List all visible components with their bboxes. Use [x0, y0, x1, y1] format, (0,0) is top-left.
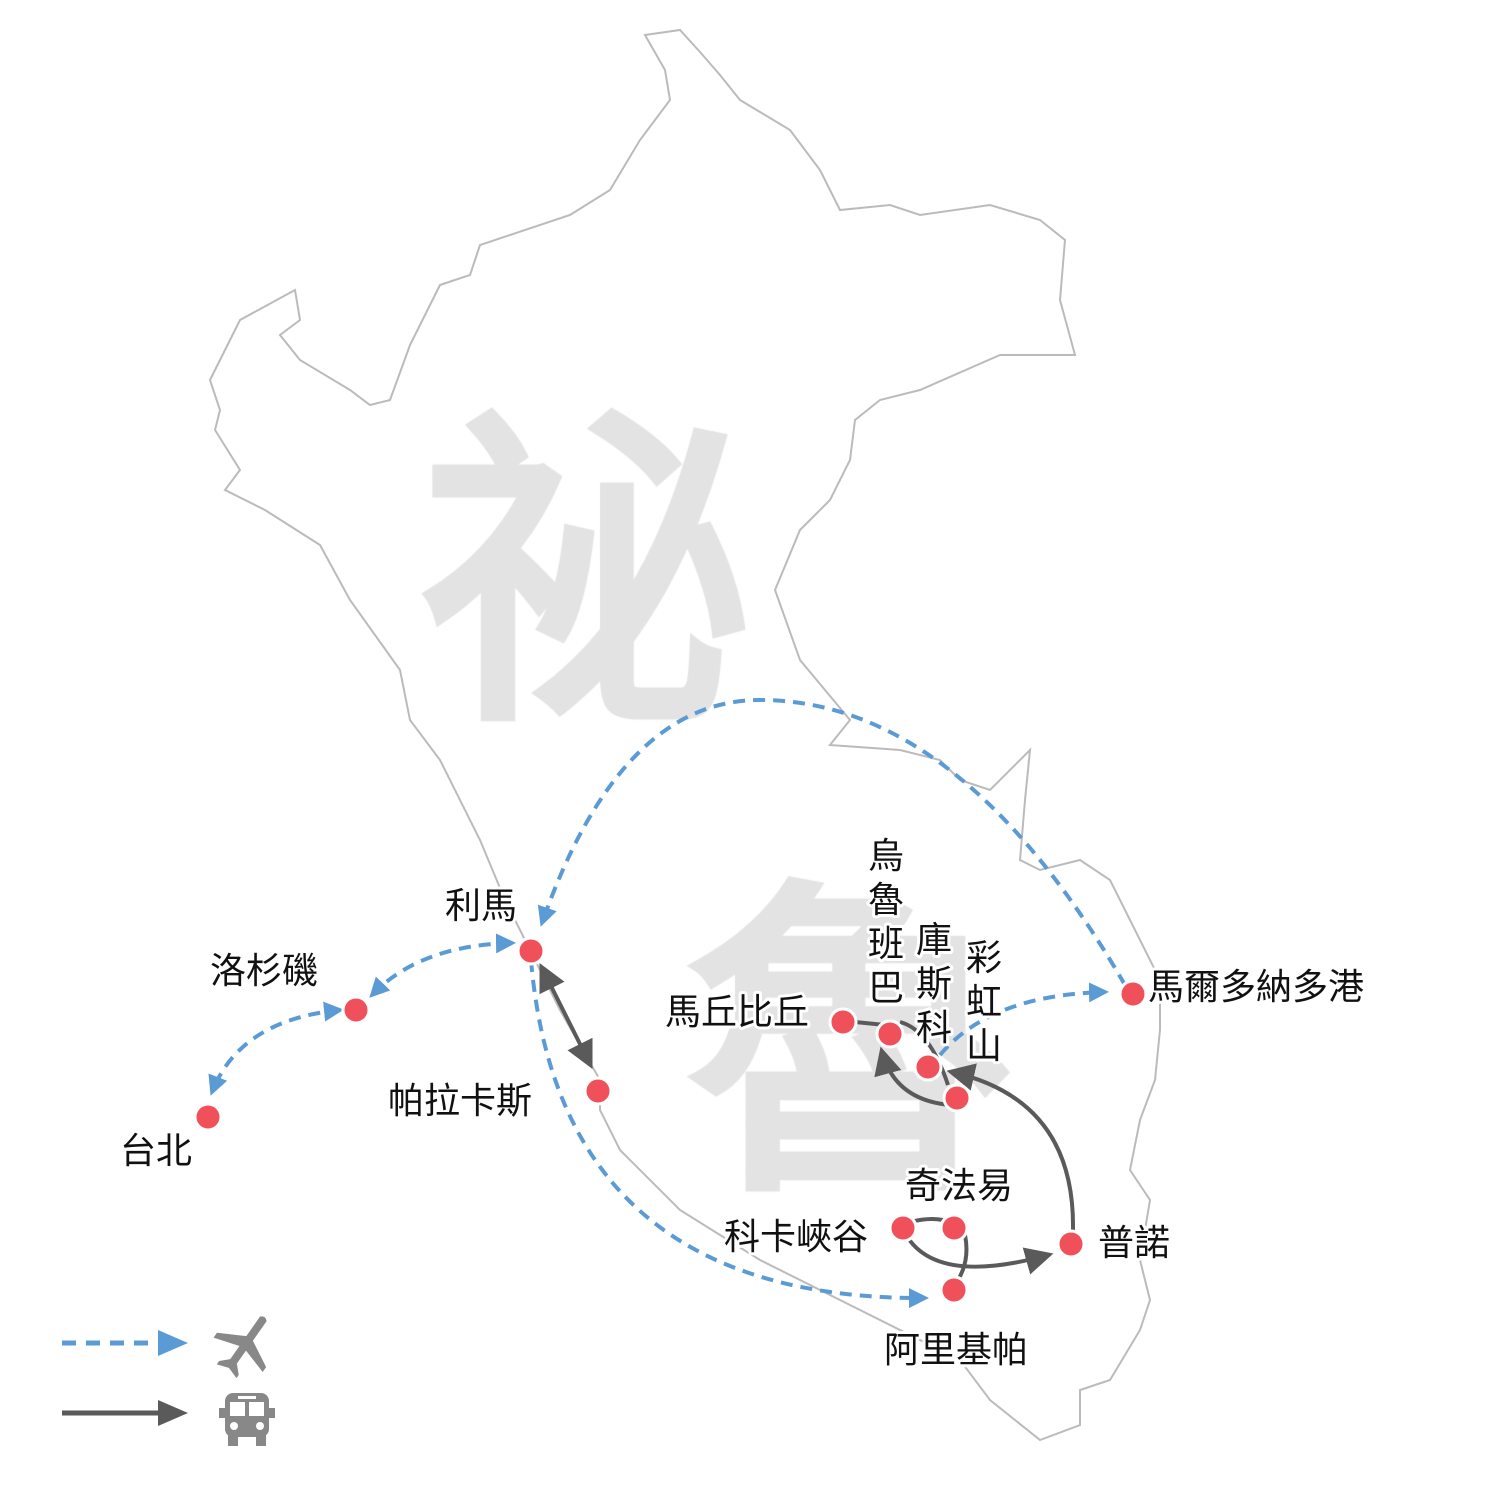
- label-taipei: 台北: [120, 1131, 192, 1172]
- label-puerto-maldonado: 馬爾多納多港: [1148, 967, 1364, 1008]
- marker-los-angeles: [341, 995, 371, 1025]
- route-urubamba-cusco: [899, 1020, 950, 1086]
- route-maldonado-lima: [537, 697, 1127, 987]
- label-puno: 普諾: [1098, 1223, 1170, 1264]
- label-urubamba-3: 班: [868, 924, 904, 965]
- label-rainbow-2: 虹: [966, 982, 1002, 1023]
- label-los-angeles: 洛杉磯: [210, 951, 318, 992]
- label-rainbow-1: 彩: [966, 938, 1002, 979]
- label-chivay: 奇法易: [905, 1166, 1013, 1207]
- label-rainbow-3: 山: [966, 1026, 1002, 1067]
- legend-flight-arrow: [158, 1330, 188, 1356]
- marker-chivay: [939, 1213, 969, 1243]
- label-paracas: 帕拉卡斯: [388, 1081, 532, 1122]
- label-urubamba-4: 巴: [868, 968, 904, 1009]
- label-cusco-1: 庫: [916, 920, 952, 961]
- label-cusco-3: 科: [916, 1008, 952, 1049]
- route-la-lima: [369, 933, 516, 998]
- marker-colca: [888, 1213, 918, 1243]
- marker-machu-picchu: [828, 1007, 858, 1037]
- route-colca-puno: [906, 1236, 1054, 1275]
- label-urubamba-1: 烏: [868, 836, 904, 877]
- marker-puerto-maldonado: [1118, 979, 1148, 1009]
- legend-bus-arrow: [158, 1400, 188, 1426]
- route-rainbow-urubamba: [874, 1046, 951, 1107]
- marker-rainbow-mountain: [942, 1083, 972, 1113]
- route-cusco-maldonado: [938, 982, 1109, 1057]
- label-colca: 科卡峽谷: [724, 1217, 868, 1258]
- marker-paracas: [583, 1076, 613, 1106]
- marker-lima: [516, 936, 546, 966]
- marker-arequipa: [939, 1275, 969, 1305]
- marker-urubamba: [875, 1019, 905, 1049]
- marker-cusco: [913, 1052, 943, 1082]
- route-la-taipei: [208, 1001, 344, 1096]
- label-urubamba-2: 魯: [868, 880, 904, 921]
- legend: [62, 1316, 275, 1446]
- marker-puno: [1056, 1229, 1086, 1259]
- route-lima-paracas: [539, 962, 593, 1070]
- bus-icon: [219, 1393, 275, 1446]
- city-labels: 台北 洛杉磯 利馬 帕拉卡斯 馬丘比丘 烏 魯 班 巴 庫 斯 科 彩 虹 山 …: [117, 833, 1367, 1374]
- route-puno-cusco: [946, 1063, 1076, 1231]
- label-lima: 利馬: [445, 886, 517, 927]
- label-arequipa: 阿里基帕: [884, 1330, 1028, 1371]
- city-markers: [193, 936, 1148, 1305]
- marker-taipei: [193, 1102, 223, 1132]
- label-machu-picchu: 馬丘比丘: [665, 992, 809, 1033]
- label-cusco-2: 斯: [916, 964, 952, 1005]
- airplane-icon: [213, 1316, 267, 1379]
